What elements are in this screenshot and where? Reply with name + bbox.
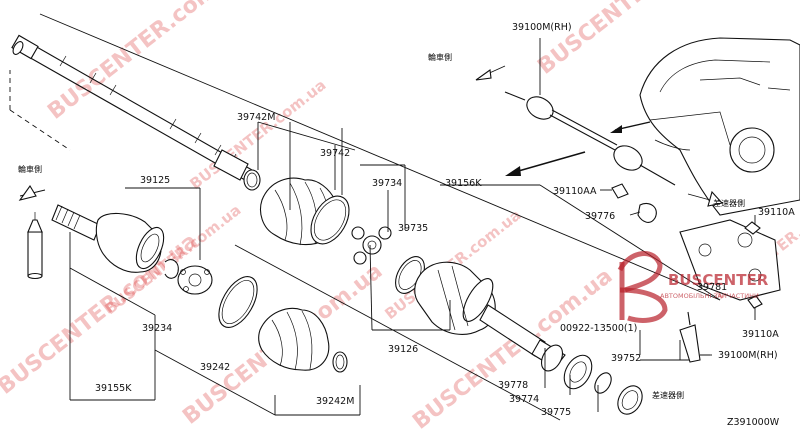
spline-tip: [11, 34, 39, 60]
vehicle-silhouette: [639, 37, 800, 216]
bearing-set: [540, 344, 643, 415]
label-diff-side-top: 差速器側: [713, 198, 745, 208]
label-39110aa: 39110AA: [553, 186, 597, 197]
leader-lines: [234, 121, 721, 421]
label-39735: 39735: [398, 223, 428, 234]
buscenter-logo: BUSCENTER АВТОМОБІЛЬНІ ЗАПЧАСТИНИ: [617, 251, 769, 323]
outer-spline-shaft: [51, 204, 101, 241]
circlip-39234: [164, 259, 179, 279]
clamp-39742m: [243, 169, 261, 191]
label-figure-code: Z391000W: [727, 417, 780, 428]
label-39742m: 39742M: [237, 112, 275, 123]
label-39781: 39781: [697, 282, 727, 293]
label-39100m-rh-top: 39100M(RH): [512, 22, 572, 33]
label-39242m: 39242M: [316, 396, 354, 407]
inner-race: [177, 265, 213, 295]
label-00922-13500: 00922-13500(1): [560, 323, 637, 334]
boot-39742: [243, 169, 350, 246]
clip-39776: [637, 202, 657, 223]
tripod-joint-39734: [351, 226, 392, 265]
bolt-39110a-bottom: [747, 295, 763, 309]
label-39126: 39126: [388, 344, 418, 355]
bolt-39110a-top: [744, 221, 761, 235]
boot-lower: [258, 307, 330, 371]
label-39778: 39778: [498, 380, 528, 391]
clamp-ring-large: [310, 195, 350, 245]
tripod-hub: [362, 235, 382, 255]
axle-shaft-line-1: [19, 51, 246, 181]
label-39100m-rh-bottom: 39100M(RH): [718, 350, 778, 361]
shaft-assembly-left: [11, 34, 253, 181]
outer-joint-39125: [51, 204, 165, 273]
label-wheel-side-top: 輪車側: [428, 52, 452, 62]
label-39742: 39742: [320, 148, 350, 159]
label-39774: 39774: [509, 394, 539, 405]
axle-shaft-line-2: [27, 41, 253, 171]
label-39125: 39125: [140, 175, 170, 186]
shaft-spline-end: [213, 149, 249, 181]
bracket-39781: [679, 215, 781, 320]
clamp-39242m: [332, 351, 348, 373]
arrow-to-car: [514, 151, 586, 173]
label-39752: 39752: [611, 353, 641, 364]
watermark-1: BUSCENTER.com.ua: [43, 0, 252, 125]
label-39110a-top: 39110A: [758, 207, 795, 218]
label-39242: 39242: [200, 362, 230, 373]
leader-box-upper: [9, 13, 721, 301]
direction-labels: 輪車側 輪車側 差速器側 差速器側: [18, 52, 745, 400]
label-39155k: 39155K: [95, 383, 132, 394]
label-39234: 39234: [142, 323, 172, 334]
bearing-39774: [563, 354, 593, 390]
clamp-39242: [218, 276, 258, 328]
shaft-39100m-lower: [679, 311, 712, 363]
label-39110a-bottom: 39110A: [742, 329, 779, 340]
direction-arrows: [18, 65, 724, 207]
logo-tagline: АВТОМОБІЛЬНІ ЗАПЧАСТИНИ: [660, 292, 759, 300]
leader-box-lower: [69, 187, 361, 416]
label-wheel-side-left: 輪車側: [18, 164, 42, 174]
right-shaft-overview: [504, 38, 676, 186]
part-labels: 39100M(RH) 39742M 39742 39125 39734 3915…: [95, 22, 795, 428]
label-diff-side-bottom: 差速器側: [652, 390, 684, 400]
seal-39752: [617, 385, 643, 415]
label-39776: 39776: [585, 211, 615, 222]
label-39156k: 39156K: [445, 178, 482, 189]
label-39775: 39775: [541, 407, 571, 418]
grease-tube: [27, 212, 43, 280]
spline-end-cap: [12, 41, 24, 55]
ring-39775: [594, 372, 612, 394]
label-39734: 39734: [372, 178, 402, 189]
logo-name: BUSCENTER: [668, 271, 769, 289]
bolt-39110aa: [600, 183, 629, 199]
